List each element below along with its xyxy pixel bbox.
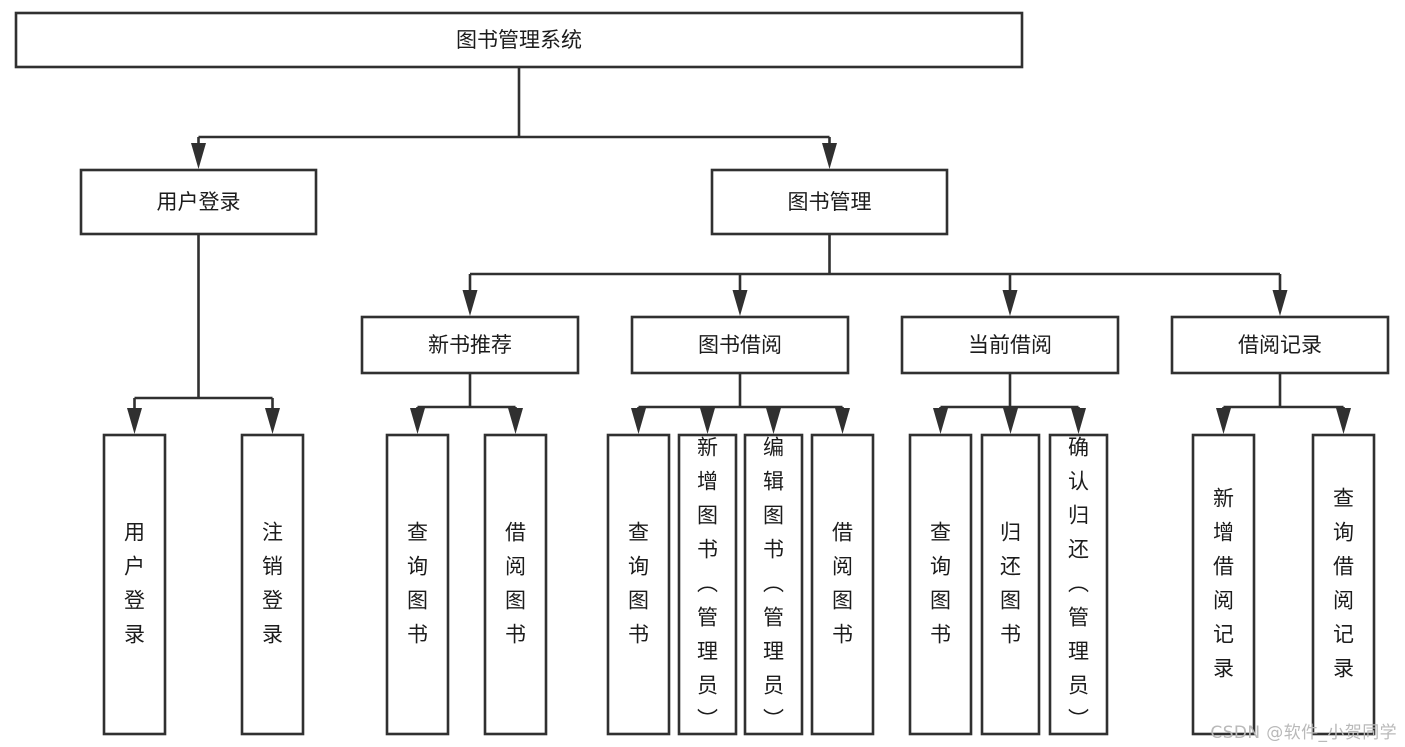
connector-group (933, 373, 1086, 434)
node-box[interactable] (810, 433, 875, 736)
arrow-head-icon (835, 408, 850, 434)
node-new-book-recommend[interactable]: 新书推荐 (360, 315, 580, 375)
node-layer: 图书管理系统用户登录图书管理新书推荐图书借阅当前借阅借阅记录用户登录注销登录查询… (14, 11, 1390, 736)
arrow-head-icon (508, 408, 523, 434)
node-label: 查询图书 (628, 521, 649, 647)
node-label: 借阅图书 (505, 521, 526, 647)
arrow-head-icon (700, 408, 715, 434)
node-label: 查询借阅记录 (1333, 487, 1354, 681)
connector-group (410, 373, 523, 434)
node-box[interactable] (102, 433, 167, 736)
node-leaf-borrow-book-recommend[interactable]: 借阅图书 (483, 433, 548, 736)
node-box[interactable] (1191, 433, 1256, 736)
node-leaf-query-book-current[interactable]: 查询图书 (908, 433, 973, 736)
connector-group (191, 67, 837, 169)
node-box[interactable] (483, 433, 548, 736)
node-label: 当前借阅 (968, 333, 1052, 357)
arrow-head-icon (1336, 408, 1351, 434)
node-leaf-edit-book-admin[interactable]: 编辑图书︵管理员︶ (743, 433, 804, 736)
node-label: 确认归还︵管理员︶ (1068, 436, 1089, 732)
node-leaf-borrow-book[interactable]: 借阅图书 (810, 433, 875, 736)
arrow-head-icon (822, 143, 837, 169)
node-leaf-query-book-borrow[interactable]: 查询图书 (606, 433, 671, 736)
arrow-head-icon (1003, 408, 1018, 434)
node-box[interactable] (240, 433, 305, 736)
node-book-management[interactable]: 图书管理 (710, 168, 949, 236)
node-box[interactable] (1170, 315, 1390, 375)
node-box[interactable] (630, 315, 850, 375)
node-user-login[interactable]: 用户登录 (79, 168, 318, 236)
arrow-head-icon (732, 290, 748, 316)
connector-layer (127, 67, 1351, 434)
node-box[interactable] (14, 11, 1024, 69)
arrow-head-icon (933, 408, 948, 434)
node-leaf-user-login[interactable]: 用户登录 (102, 433, 167, 736)
connector-group (1216, 373, 1351, 434)
node-box[interactable] (1048, 433, 1109, 736)
node-label: 编辑图书︵管理员︶ (763, 436, 784, 732)
node-leaf-logout[interactable]: 注销登录 (240, 433, 305, 736)
arrow-head-icon (265, 408, 280, 434)
node-label: 新增图书︵管理员︶ (697, 436, 718, 732)
node-box[interactable] (677, 433, 738, 736)
node-leaf-query-borrow-record[interactable]: 查询借阅记录 (1311, 433, 1376, 736)
node-box[interactable] (1311, 433, 1376, 736)
node-leaf-query-book-recommend[interactable]: 查询图书 (385, 433, 450, 736)
node-leaf-add-borrow-record[interactable]: 新增借阅记录 (1191, 433, 1256, 736)
arrow-head-icon (191, 143, 206, 169)
node-label: 图书借阅 (698, 333, 782, 357)
node-box[interactable] (980, 433, 1041, 736)
node-label: 查询图书 (407, 521, 428, 647)
node-label: 查询图书 (930, 521, 951, 647)
node-box[interactable] (710, 168, 949, 236)
node-leaf-confirm-return-admin[interactable]: 确认归还︵管理员︶ (1048, 433, 1109, 736)
node-label: 新增借阅记录 (1213, 487, 1234, 681)
arrow-head-icon (1216, 408, 1231, 434)
node-label: 图书管理系统 (456, 28, 582, 52)
node-label: 注销登录 (262, 521, 283, 647)
node-label: 用户登录 (157, 190, 241, 214)
connector-group (462, 234, 1288, 316)
node-box[interactable] (900, 315, 1120, 375)
arrow-head-icon (1002, 290, 1018, 316)
node-current-borrow[interactable]: 当前借阅 (900, 315, 1120, 375)
node-box[interactable] (360, 315, 580, 375)
arrow-head-icon (127, 408, 142, 434)
arrow-head-icon (462, 290, 478, 316)
node-box[interactable] (743, 433, 804, 736)
node-box[interactable] (908, 433, 973, 736)
node-box[interactable] (606, 433, 671, 736)
node-label: 借阅图书 (832, 521, 853, 647)
connector-group (127, 234, 280, 434)
node-label: 借阅记录 (1238, 333, 1322, 357)
node-book-borrow[interactable]: 图书借阅 (630, 315, 850, 375)
arrow-head-icon (766, 408, 781, 434)
node-label: 用户登录 (124, 521, 145, 647)
arrow-head-icon (410, 408, 425, 434)
arrow-head-icon (1071, 408, 1086, 434)
arrow-head-icon (1272, 290, 1288, 316)
node-label: 图书管理 (788, 190, 872, 214)
node-leaf-return-book[interactable]: 归还图书 (980, 433, 1041, 736)
node-label: 新书推荐 (428, 333, 512, 357)
node-label: 归还图书 (1000, 521, 1021, 647)
node-leaf-add-book-admin[interactable]: 新增图书︵管理员︶ (677, 433, 738, 736)
connector-group (631, 373, 850, 434)
node-box[interactable] (385, 433, 450, 736)
node-box[interactable] (79, 168, 318, 236)
node-borrow-record[interactable]: 借阅记录 (1170, 315, 1390, 375)
node-root[interactable]: 图书管理系统 (14, 11, 1024, 69)
arrow-head-icon (631, 408, 646, 434)
